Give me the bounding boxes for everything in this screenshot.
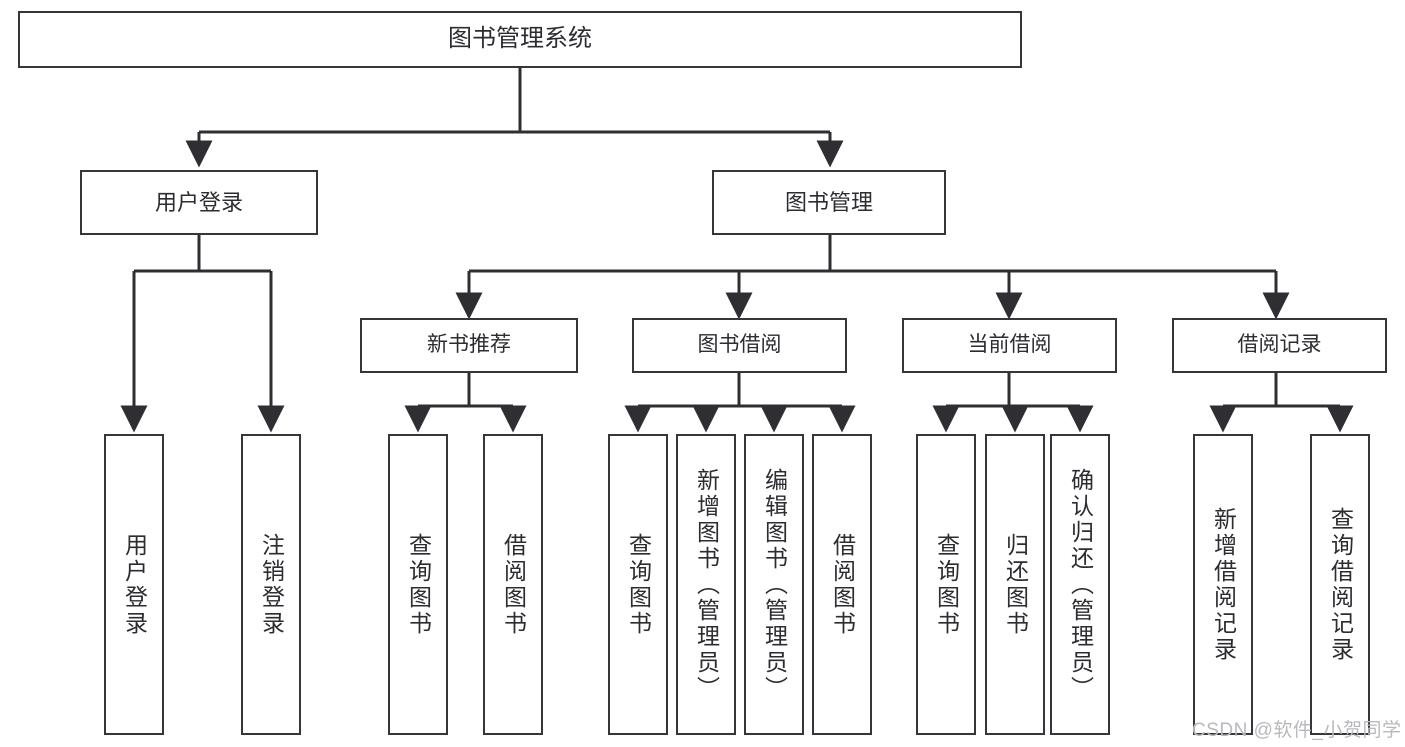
leaf-newbook-query-book[interactable]: 查询图书 — [388, 434, 448, 735]
node-current-borrow[interactable]: 当前借阅 — [902, 318, 1117, 373]
leaf-record-add[interactable]: 新增借阅记录 — [1193, 434, 1253, 735]
leaf-newbook-query-book-label: 查询图书 — [405, 532, 432, 637]
leaf-user-login[interactable]: 用户登录 — [104, 434, 164, 735]
node-root-label: 图书管理系统 — [448, 25, 592, 53]
leaf-borrow-borrow-book-label: 借阅图书 — [829, 532, 856, 637]
leaf-record-query[interactable]: 查询借阅记录 — [1310, 434, 1370, 735]
leaf-current-confirm-return-label: 确认归还（管理员） — [1067, 467, 1094, 702]
leaf-current-confirm-return[interactable]: 确认归还（管理员） — [1050, 434, 1110, 735]
leaf-record-add-label: 新增借阅记录 — [1210, 506, 1237, 663]
leaf-borrow-edit-book[interactable]: 编辑图书（管理员） — [744, 434, 804, 735]
leaf-logout-label: 注销登录 — [258, 532, 285, 637]
leaf-borrow-edit-book-label: 编辑图书（管理员） — [761, 467, 788, 702]
leaf-current-return-book-label: 归还图书 — [1002, 532, 1029, 637]
leaf-borrow-add-book-label: 新增图书（管理员） — [693, 467, 720, 702]
node-current-borrow-label: 当前借阅 — [967, 333, 1052, 357]
leaf-record-query-label: 查询借阅记录 — [1327, 506, 1354, 663]
node-book-manage-label: 图书管理 — [784, 189, 873, 215]
node-book-manage[interactable]: 图书管理 — [712, 170, 946, 235]
leaf-logout[interactable]: 注销登录 — [241, 434, 301, 735]
node-user-login-label: 用户登录 — [154, 189, 243, 215]
node-new-book-recommend[interactable]: 新书推荐 — [360, 318, 578, 373]
node-new-book-recommend-label: 新书推荐 — [427, 333, 511, 357]
leaf-borrow-borrow-book[interactable]: 借阅图书 — [812, 434, 872, 735]
node-book-borrow-label: 图书借阅 — [697, 333, 782, 357]
node-borrow-record[interactable]: 借阅记录 — [1172, 318, 1387, 373]
leaf-newbook-borrow-book-label: 借阅图书 — [500, 532, 527, 637]
node-user-login[interactable]: 用户登录 — [80, 170, 318, 235]
leaf-borrow-query-book-label: 查询图书 — [625, 532, 652, 637]
leaf-current-query-book[interactable]: 查询图书 — [916, 434, 976, 735]
node-book-borrow[interactable]: 图书借阅 — [632, 318, 847, 373]
node-root[interactable]: 图书管理系统 — [18, 11, 1022, 68]
leaf-newbook-borrow-book[interactable]: 借阅图书 — [483, 434, 543, 735]
leaf-current-query-book-label: 查询图书 — [933, 532, 960, 637]
leaf-borrow-query-book[interactable]: 查询图书 — [608, 434, 668, 735]
csdn-watermark: CSDN @软件_小贺同学 — [1192, 720, 1402, 741]
node-borrow-record-label: 借阅记录 — [1237, 333, 1322, 357]
leaf-borrow-add-book[interactable]: 新增图书（管理员） — [676, 434, 736, 735]
leaf-current-return-book[interactable]: 归还图书 — [985, 434, 1045, 735]
leaf-user-login-label: 用户登录 — [121, 532, 148, 637]
